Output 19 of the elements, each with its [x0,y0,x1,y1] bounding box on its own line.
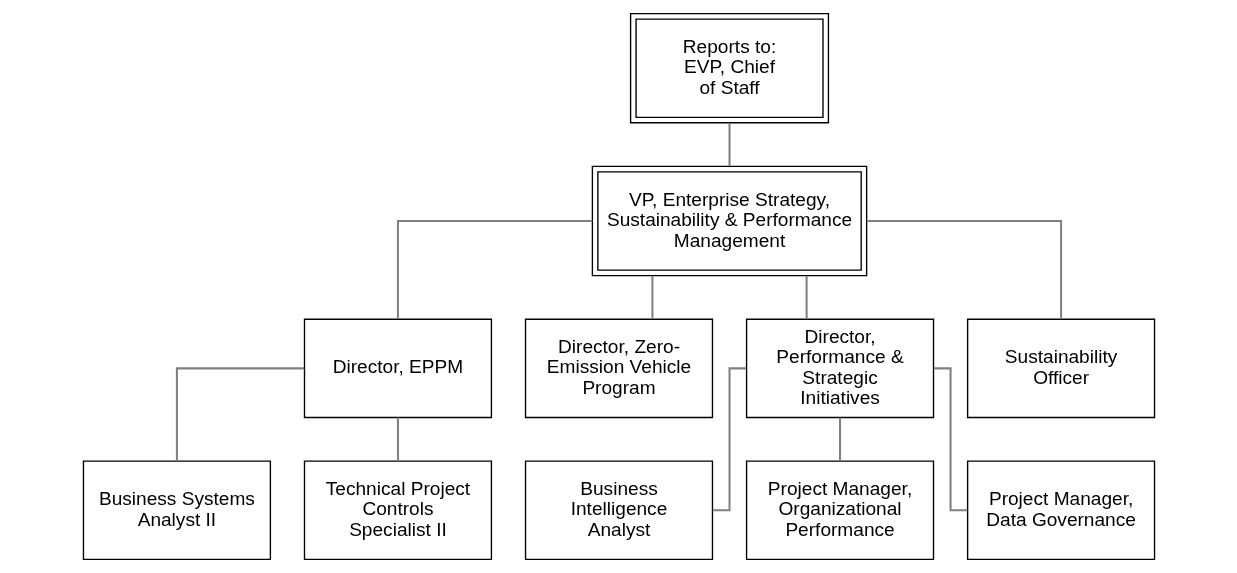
node-box: VP, Enterprise Strategy, Sustainability & Performance Management [591,165,867,277]
connector [396,220,592,319]
connector [396,417,399,462]
node-box: Director, EPPM [303,318,492,419]
node-box: Business Systems Analyst II [82,460,271,561]
node-box: Director, Performance & Strategic Initiatives [745,318,934,419]
connector [805,275,808,319]
node-box: Sustainability Officer [966,318,1155,419]
node-box: Business Intelligence Analyst [524,460,713,561]
connector [650,275,653,319]
node-box: Project Manager, Organizational Performance [745,460,934,561]
node-box: Reports to: EVP, Chief of Staff [629,12,829,124]
connector [728,122,731,167]
node-box: Technical Project Controls Specialist II [303,460,492,561]
node-box: Project Manager, Data Governance [966,460,1155,561]
connector [866,220,1062,319]
connector [175,367,304,462]
connector [838,417,841,462]
node-box: Director, Zero-Emission Vehicle Program [524,318,713,419]
